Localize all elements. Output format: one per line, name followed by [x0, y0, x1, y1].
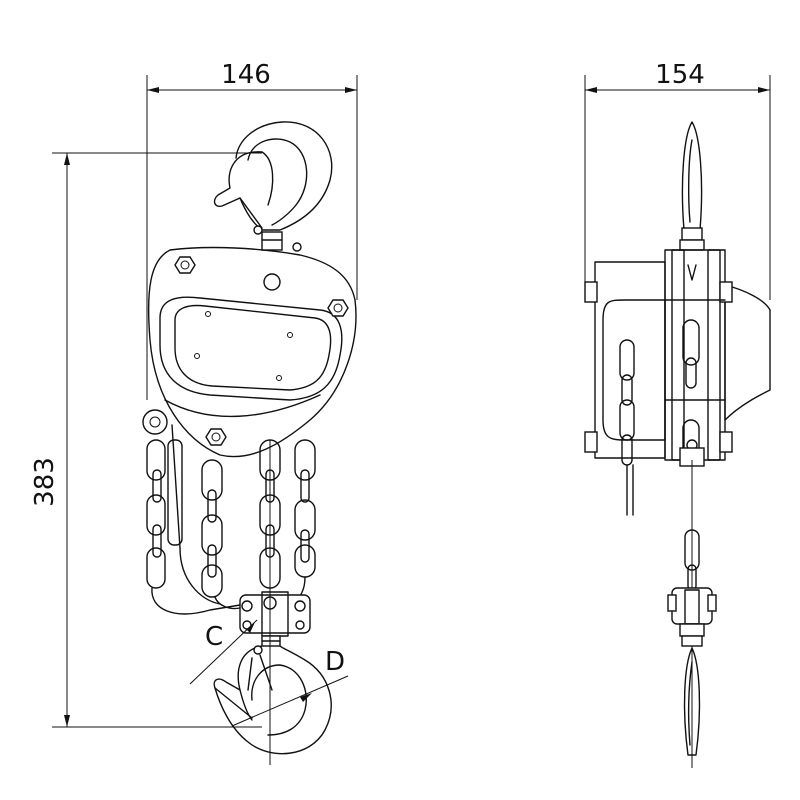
dimension-height: 383	[30, 152, 262, 728]
top-hook	[213, 121, 333, 252]
bolt-top-left-icon	[174, 256, 196, 274]
hand-chains	[146, 424, 316, 615]
side-lower-assembly	[667, 460, 717, 768]
dim-d: D	[231, 647, 349, 727]
dim-label-383: 383	[30, 457, 60, 507]
side-top-hook	[679, 121, 705, 251]
bottom-block	[239, 591, 311, 647]
bolt-right-icon	[327, 299, 349, 317]
front-view: C D	[142, 121, 357, 765]
dim-label-154: 154	[655, 60, 705, 90]
dim-c: C	[189, 619, 258, 685]
hoist-body	[142, 246, 357, 458]
dim-label-146: 146	[221, 60, 271, 90]
label-c: C	[205, 622, 223, 652]
side-body	[584, 249, 771, 516]
bottom-hook	[213, 645, 332, 755]
dimension-side-width: 154	[584, 60, 771, 300]
side-view	[584, 121, 771, 768]
bolt-bottom-icon	[205, 428, 227, 446]
label-d: D	[325, 647, 345, 677]
dimension-front-width: 146	[146, 60, 358, 400]
